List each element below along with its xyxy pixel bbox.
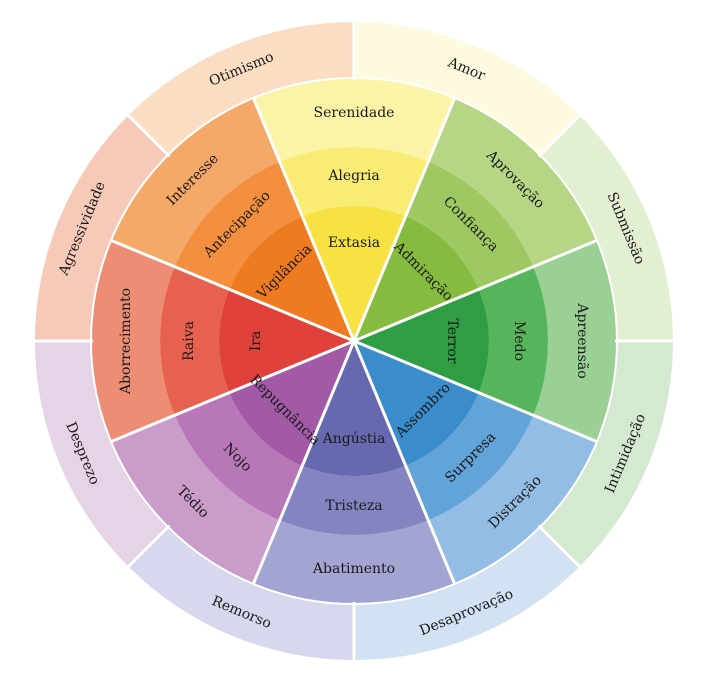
petal-divider: [352, 340, 457, 585]
sadness-label-3: Angústia: [322, 431, 386, 447]
joy-label-3: Extasia: [328, 235, 380, 251]
fear-level-3: [354, 289, 489, 393]
ring-divider: [125, 112, 171, 158]
anger-label-1: Aborrecimento: [118, 288, 134, 395]
anticipation-level-1: [111, 98, 280, 267]
ring-divider: [537, 112, 583, 158]
surprise-level-1: [428, 415, 597, 584]
outer-dyad-7: [35, 115, 169, 341]
outer-dyad-8: [128, 22, 354, 156]
joy-level-3: [302, 205, 406, 341]
joy-level-1: [253, 77, 455, 162]
anticipation-level-3: [229, 216, 354, 341]
ring-separator: [90, 77, 618, 605]
joy-level-2: [279, 147, 429, 217]
anticipation-level-2: [174, 161, 303, 290]
ring-divider: [537, 524, 583, 570]
sadness-level-3: [302, 341, 406, 476]
joy-label-1: Serenidade: [314, 105, 395, 121]
outer-dyad-5: [128, 526, 354, 660]
sadness-level-2: [279, 465, 429, 535]
trust-level-3: [354, 216, 479, 341]
ring-divider: [125, 524, 171, 570]
joy-label-2: Alegria: [327, 168, 379, 184]
anger-level-2: [159, 266, 230, 416]
trust-level-2: [405, 161, 534, 290]
petal-divider: [110, 238, 355, 343]
fear-label-2: Medo: [511, 321, 527, 361]
anger-label-2: Raiva: [181, 321, 197, 361]
sadness-label-2: Tristeza: [325, 498, 382, 514]
outer-dyad-1: [354, 22, 580, 156]
anger-level-3: [218, 289, 354, 393]
anger-label-3: Ira: [248, 331, 264, 352]
surprise-level-2: [405, 392, 534, 521]
petal-divider: [353, 238, 598, 343]
fear-label-3: Terror: [444, 318, 460, 363]
fear-label-1: Apreensão: [574, 302, 590, 378]
surprise-level-3: [354, 341, 479, 466]
wheel-wedges: [35, 22, 673, 660]
outer-dyad-6: [35, 341, 169, 567]
petal-divider: [251, 97, 356, 342]
anger-level-1: [90, 240, 175, 442]
sadness-level-1: [253, 520, 455, 604]
wheel-dividers: [33, 20, 675, 662]
outer-dyad-3: [539, 341, 673, 567]
outer-dyad-4: [354, 526, 580, 660]
trust-level-1: [428, 98, 597, 267]
disgust-level-1: [111, 415, 280, 584]
disgust-level-3: [229, 341, 354, 466]
fear-level-2: [478, 266, 548, 416]
petal-divider: [353, 339, 598, 444]
outer-dyad-2: [539, 115, 673, 341]
petal-divider: [352, 97, 457, 342]
disgust-level-2: [174, 392, 303, 521]
sadness-label-1: Abatimento: [312, 561, 395, 577]
fear-level-1: [533, 240, 617, 442]
petal-divider: [251, 340, 356, 585]
petal-divider: [110, 339, 355, 444]
